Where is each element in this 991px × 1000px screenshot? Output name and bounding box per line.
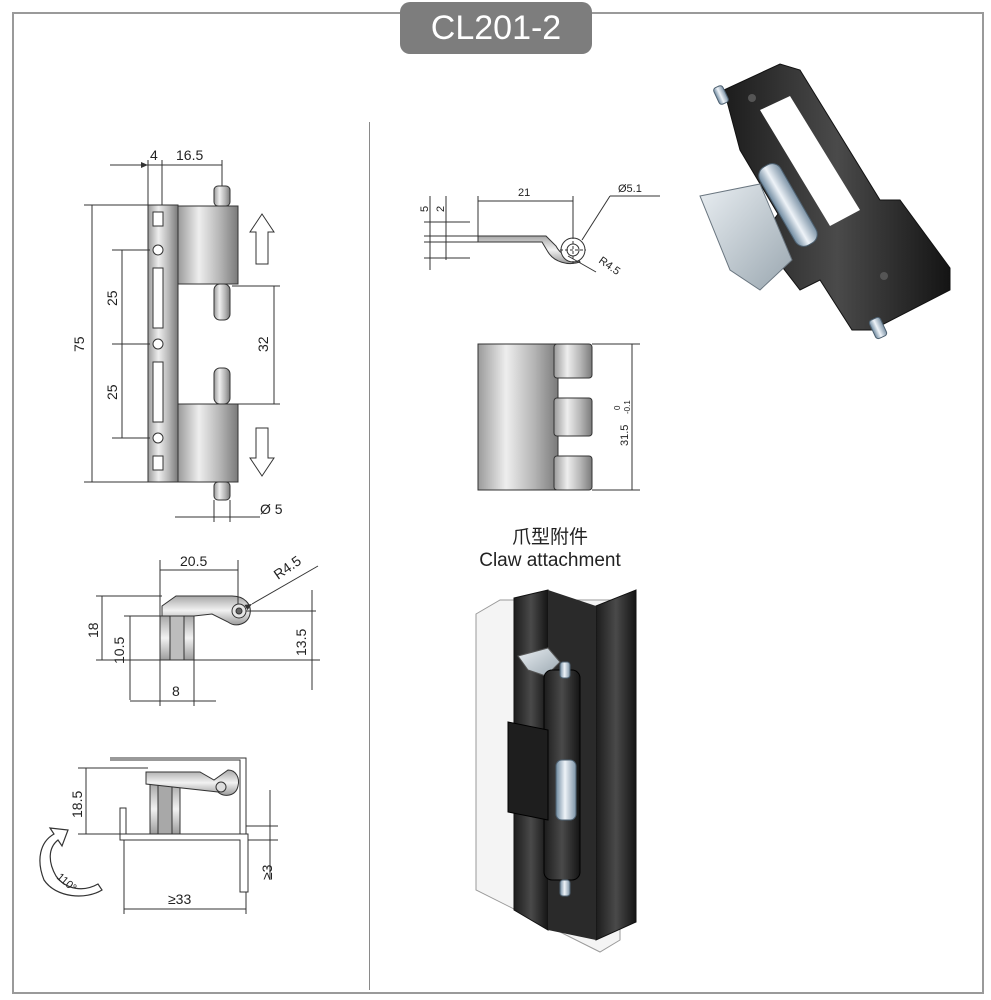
claw-side-drawing — [424, 195, 660, 273]
dim-base-8: 8 — [172, 683, 180, 699]
dim-pin-gap-32: 32 — [255, 336, 271, 352]
dim-thickness-5: 5 — [419, 206, 431, 212]
dim-height-13-5: 13.5 — [293, 629, 309, 656]
front-view-drawing — [84, 160, 280, 522]
dim-height-10-5: 10.5 — [111, 637, 127, 664]
dim-offset-4: 4 — [150, 147, 158, 163]
dim-claw-radius: R4.5 — [596, 255, 622, 278]
dim-tolerance-upper: 0 — [613, 405, 622, 410]
dim-tolerance-lower: -0.1 — [623, 400, 632, 414]
dim-min-width-33: ≥33 — [168, 891, 191, 907]
dim-pin-diameter: Ø 5 — [260, 501, 283, 517]
installation-photo — [475, 589, 637, 953]
dim-spacing-top-25: 25 — [104, 290, 120, 306]
dim-spacing-bottom-25: 25 — [104, 384, 120, 400]
claw-front-drawing — [477, 343, 640, 491]
rotation-arrow-icon — [39, 827, 103, 897]
dim-claw-height: 31.5 — [619, 425, 631, 446]
dim-height-75: 75 — [71, 336, 87, 352]
vertical-divider — [369, 122, 370, 990]
dim-width-16-5: 16.5 — [176, 147, 203, 163]
dim-thickness-2: 2 — [435, 206, 447, 212]
model-title-badge: CL201-2 — [400, 2, 592, 54]
dim-radius-r4-5: R4.5 — [271, 552, 305, 582]
hinge-product-photo — [699, 63, 951, 340]
caption-chinese: 爪型附件 — [511, 526, 588, 548]
dim-length-21: 21 — [518, 187, 530, 199]
caption-english: Claw attachment — [479, 550, 621, 571]
dim-width-20-5: 20.5 — [180, 553, 207, 569]
dim-min-gap-3: ≥3 — [259, 864, 275, 880]
install-view-drawing — [78, 757, 278, 914]
side-view-drawing — [96, 560, 320, 706]
dim-hole-diameter: Ø5.1 — [618, 183, 642, 195]
dim-height-18-5: 18.5 — [69, 791, 85, 818]
dim-height-18: 18 — [85, 622, 101, 638]
